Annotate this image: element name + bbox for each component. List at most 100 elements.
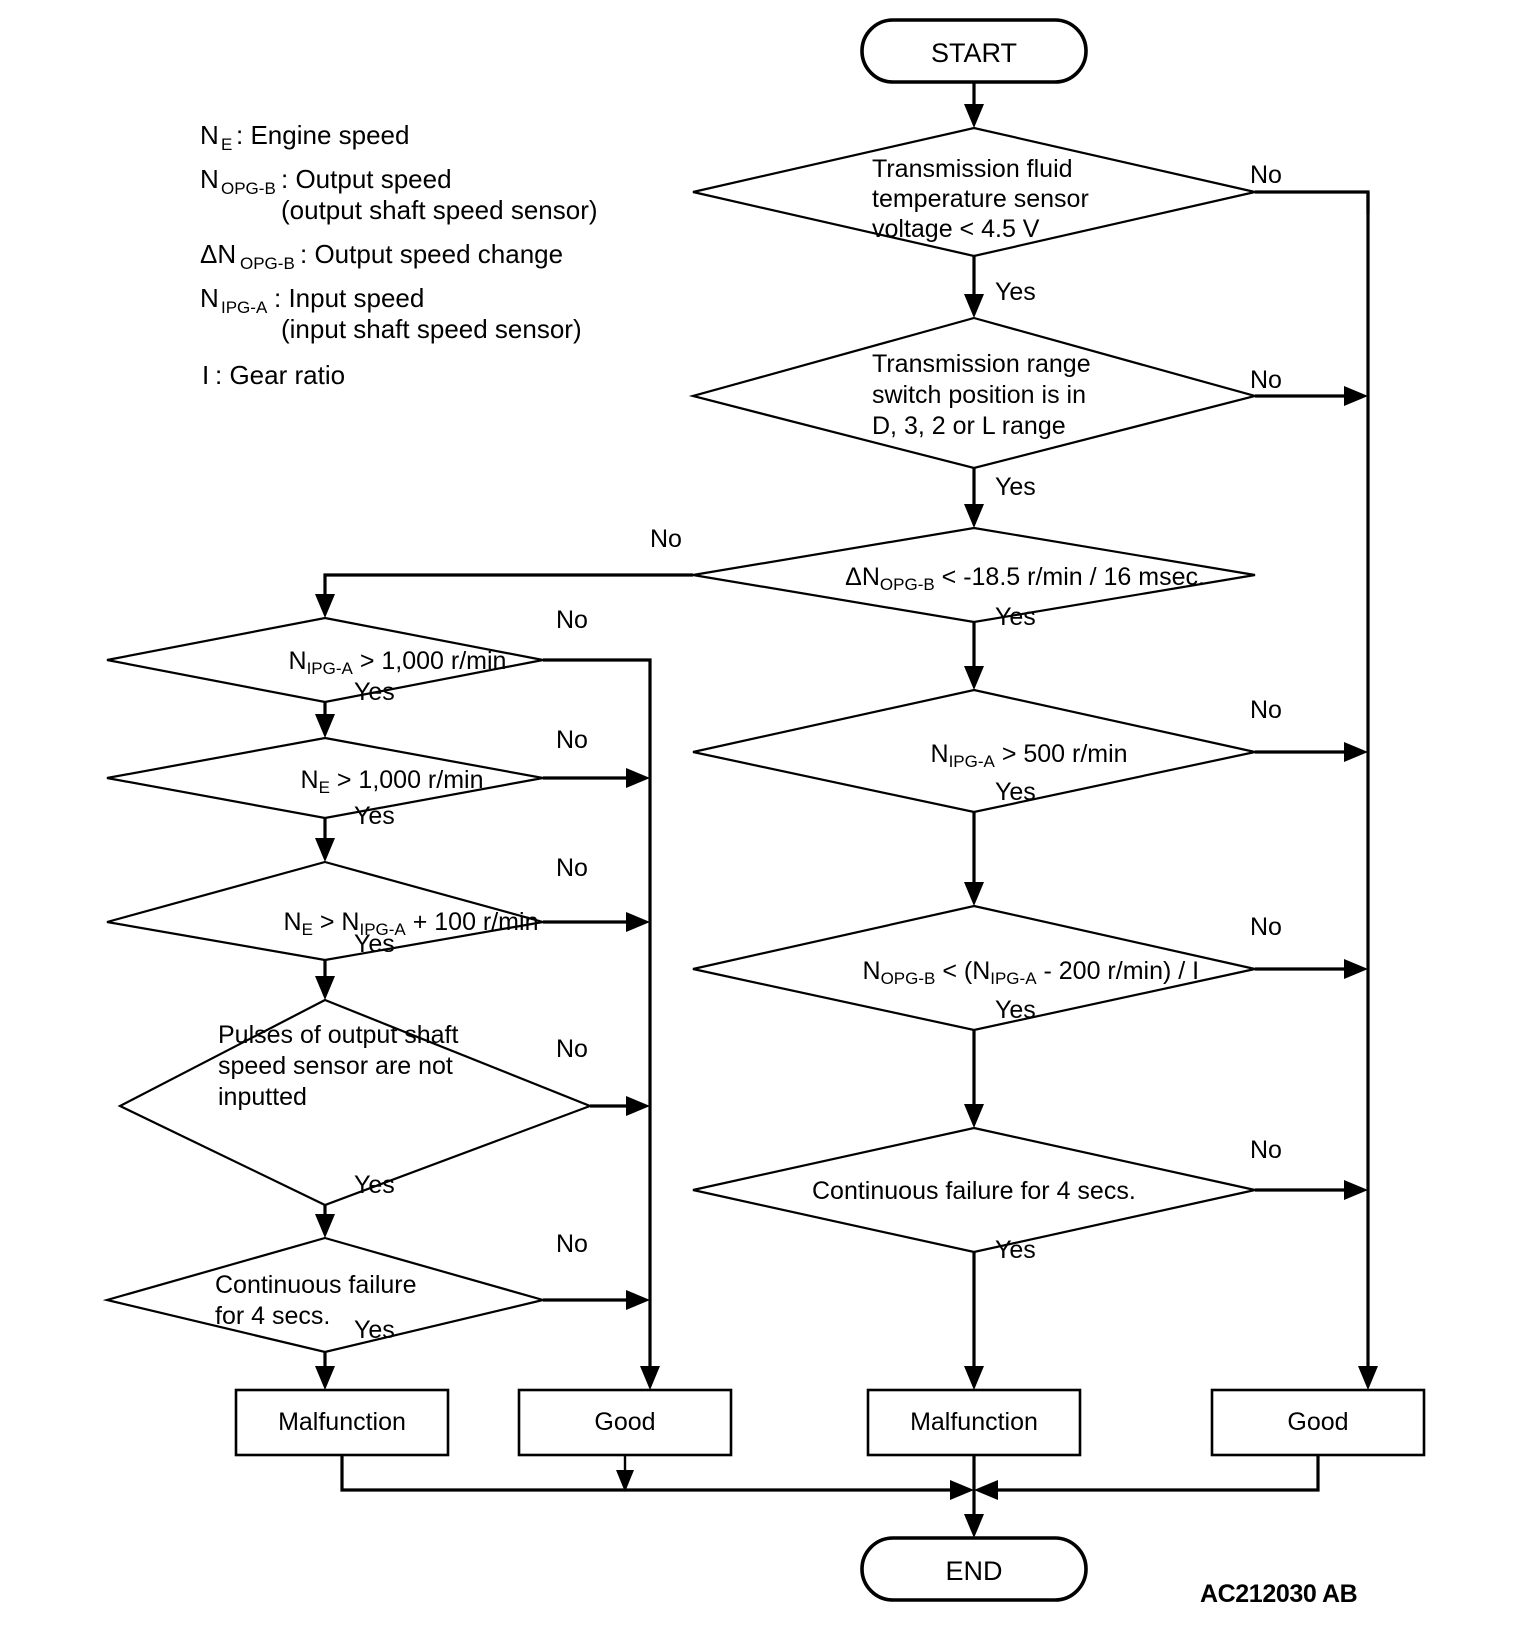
legend-item-3: N IPG-A : Input speed (input shaft speed…: [200, 283, 582, 344]
legend-symbol: I: [202, 360, 209, 390]
arrowhead: [974, 1480, 998, 1500]
expr-subscript: OPG-B: [881, 969, 936, 988]
decision-range-switch: Transmission range switch position is in…: [688, 316, 1260, 470]
branch-label-no: No: [556, 854, 588, 882]
decision-fluid-temp: Transmission fluid temperature sensor vo…: [692, 126, 1256, 258]
figure-code: AC212030 AB: [1200, 1580, 1357, 1608]
result-label: Good: [1287, 1408, 1348, 1436]
branch-label-yes: Yes: [354, 930, 395, 958]
branch-label-no: No: [556, 726, 588, 754]
branch-label-no: No: [650, 525, 682, 553]
arrowhead: [950, 1480, 974, 1500]
legend-subscript: E: [221, 135, 232, 154]
expr-pre: N: [931, 740, 949, 768]
expr-pre: ΔN: [845, 563, 880, 591]
arrowhead: [626, 912, 650, 932]
legend-definition: : Output speed: [281, 164, 452, 194]
branch-label-yes: Yes: [354, 1316, 395, 1344]
node-line: Pulses of output shaft: [218, 1021, 458, 1049]
expr-pre: N: [284, 908, 302, 936]
result-label: Malfunction: [910, 1408, 1038, 1436]
expr-post: > 1,000 r/min: [330, 766, 484, 794]
expr-post: > 500 r/min: [995, 740, 1128, 768]
start-terminal: START: [860, 18, 1088, 84]
branch-label-yes: Yes: [354, 678, 395, 706]
arrowhead: [315, 976, 335, 1000]
arrowhead: [964, 882, 984, 906]
branch-label-yes: Yes: [995, 603, 1036, 631]
arrowhead: [315, 714, 335, 738]
node-line: voltage < 4.5 V: [872, 215, 1040, 243]
legend-continuation: (output shaft speed sensor): [281, 195, 598, 225]
branch-label-no: No: [556, 1035, 588, 1063]
decision-nipga-1000: NIPG-A > 1,000 r/min: [106, 616, 555, 704]
expr-subscript: IPG-A: [949, 752, 996, 771]
legend-symbol: N: [200, 120, 219, 150]
decision-ne-1000: NE > 1,000 r/min: [106, 736, 544, 820]
branch-label-yes: Yes: [995, 278, 1036, 306]
arrowhead: [315, 594, 335, 618]
arrowhead: [964, 1104, 984, 1128]
expr-subscript-2: IPG-A: [990, 969, 1037, 988]
legend-item-2: ΔN OPG-B : Output speed change: [200, 239, 563, 273]
expr-pre: N: [301, 766, 319, 794]
branch-label-no: No: [1250, 366, 1282, 394]
branch-label-no: No: [1250, 161, 1282, 189]
arrowhead: [1344, 386, 1368, 406]
start-label: START: [931, 38, 1017, 68]
arrowhead: [626, 1096, 650, 1116]
branch-label-yes: Yes: [354, 802, 395, 830]
legend-item-0: N E : Engine speed: [200, 120, 409, 154]
legend-definition: : Gear ratio: [215, 360, 345, 390]
expr-mid: < (N: [935, 957, 990, 985]
branch-label-yes: Yes: [995, 778, 1036, 806]
expr-post: - 200 r/min) / I: [1037, 957, 1200, 985]
node-expression: NIPG-A > 1,000 r/min: [226, 647, 555, 678]
branch-label-no: No: [556, 1230, 588, 1258]
legend-symbol: N: [200, 283, 219, 313]
arrowhead: [964, 1366, 984, 1390]
expr-mid: > N: [313, 908, 360, 936]
branch-label-yes: Yes: [995, 996, 1036, 1024]
node-line: switch position is in: [872, 381, 1086, 409]
legend-item-4: I : Gear ratio: [202, 360, 345, 390]
node-line: Continuous failure for 4 secs.: [812, 1177, 1136, 1205]
legend-symbol: ΔN: [200, 239, 236, 269]
legend-symbol: N: [200, 164, 219, 194]
result-label: Malfunction: [278, 1408, 406, 1436]
arrowhead: [626, 1290, 650, 1310]
arrowhead: [640, 1366, 660, 1390]
expr-post: < -18.5 r/min / 16 msec.: [935, 563, 1205, 591]
arrowhead: [964, 1514, 984, 1538]
arrowhead: [1344, 959, 1368, 979]
legend-subscript: OPG-B: [221, 179, 276, 198]
conn-merge-left: [340, 1455, 958, 1492]
legend-definition: : Output speed change: [300, 239, 563, 269]
result-malfunction-right: Malfunction: [866, 1388, 1082, 1457]
branch-label-no: No: [556, 606, 588, 634]
node-expression: NE > NIPG-A + 100 r/min: [221, 908, 587, 939]
expr-pre: N: [863, 957, 881, 985]
legend-subscript: OPG-B: [240, 254, 295, 273]
legend-block: N E : Engine speed N OPG-B : Output spee…: [200, 120, 598, 390]
node-line: for 4 secs.: [215, 1302, 330, 1330]
node-line: D, 3, 2 or L range: [872, 412, 1066, 440]
legend-subscript: IPG-A: [221, 298, 268, 317]
legend-definition: : Engine speed: [236, 120, 409, 150]
arrowhead: [315, 1366, 335, 1390]
node-expression: NOPG-B < (NIPG-A - 200 r/min) / I: [800, 957, 1248, 988]
end-label: END: [945, 1556, 1002, 1586]
node-line: temperature sensor: [872, 185, 1089, 213]
result-good-right: Good: [1210, 1388, 1426, 1457]
arrowhead: [616, 1470, 634, 1492]
conn-merge-right: [990, 1455, 1320, 1492]
branch-label-no: No: [1250, 913, 1282, 941]
decision-nipga-500: NIPG-A > 500 r/min: [692, 688, 1256, 814]
node-line: Transmission range: [872, 350, 1091, 378]
result-malfunction-left: Malfunction: [234, 1388, 450, 1457]
expr-subscript: IPG-A: [307, 659, 354, 678]
branch-label-no: No: [1250, 696, 1282, 724]
node-expression: ΔNOPG-B < -18.5 r/min / 16 msec.: [784, 563, 1254, 594]
node-expression: NE > 1,000 r/min: [238, 766, 532, 797]
